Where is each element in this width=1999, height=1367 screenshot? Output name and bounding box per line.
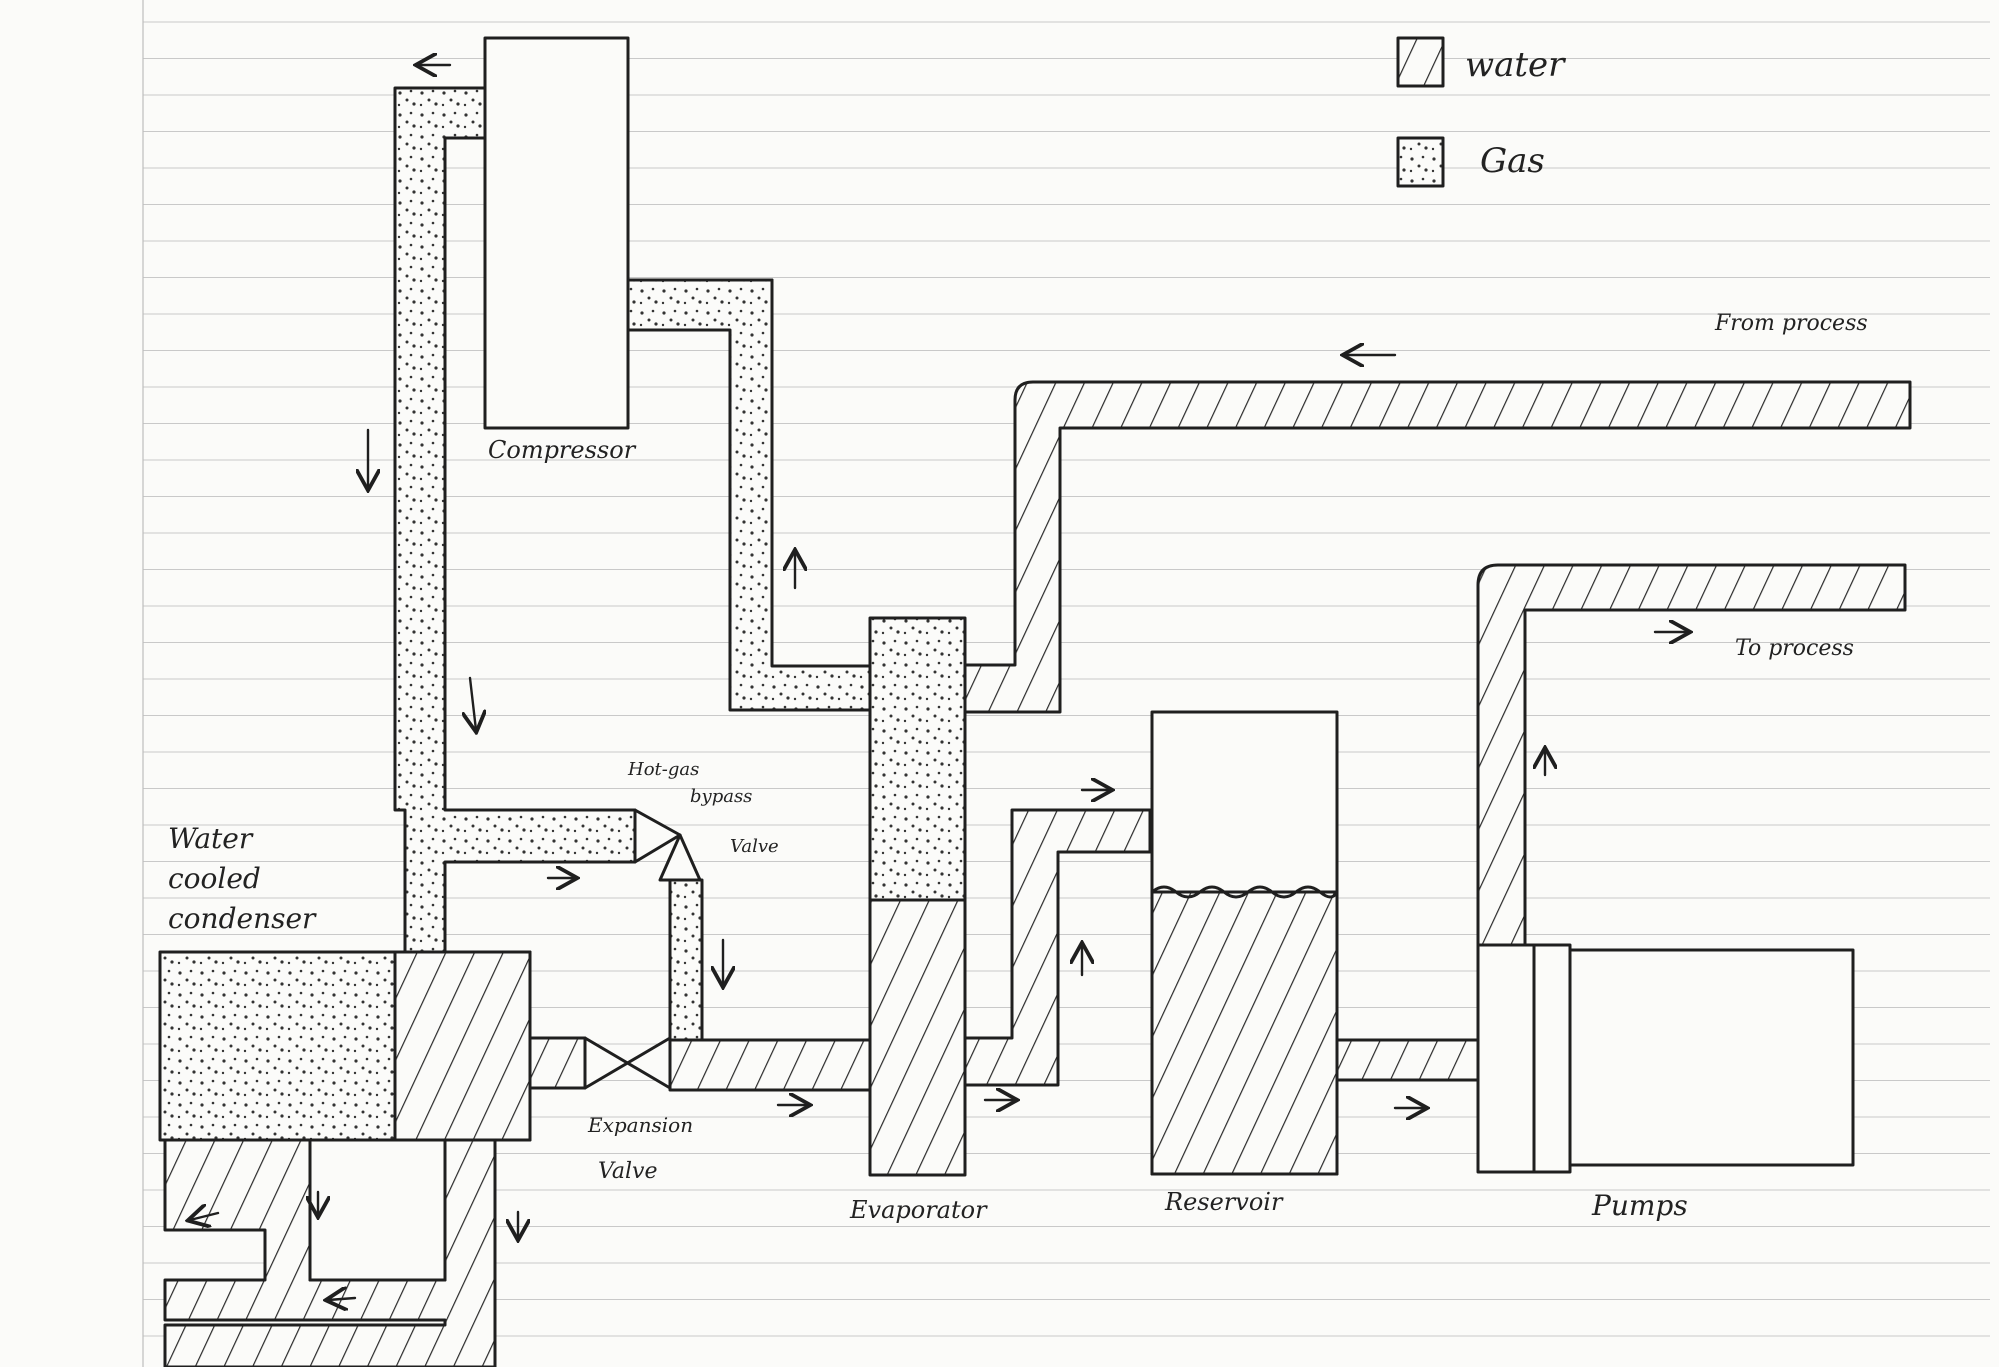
evaporator-gas-section [870,618,965,900]
bypass-valve-label-line-2: bypass [690,786,752,807]
flow-arrow-icon [470,678,476,730]
bypass-valve-label-line-1: Hot-gas [627,759,699,780]
pump-motor-block [1570,950,1853,1165]
expansion-to-evaporator-line [670,1040,870,1090]
suction-gas-line [628,280,870,710]
legend-swatch-water [1398,38,1443,86]
reservoir-water [1152,892,1337,1174]
expansion-valve-label-line-2: Valve [598,1159,657,1184]
bypass-gas-line [670,880,702,1040]
evaporator-label: Evaporator [849,1196,988,1224]
liquid-line [530,1038,585,1088]
pump-inlet-block [1478,945,1570,1172]
pumps-label: Pumps [1591,1189,1688,1222]
reservoir-label: Reservoir [1164,1188,1284,1216]
condenser-label-line-1: Water [168,822,254,855]
condenser-water-section [395,952,530,1140]
legend-swatch-gas [1398,138,1443,186]
process-supply-line [1478,565,1905,945]
condenser-label-line-3: condenser [168,902,317,935]
bypass-valve-label-line-3: Valve [730,836,779,857]
compressor-body [440,38,772,428]
condenser-label-line-2: cooled [168,862,261,895]
legend-label-gas: Gas [1480,141,1545,181]
reservoir-to-pumps-line [1337,1040,1478,1080]
condenser-water-inner [310,1140,445,1280]
to-process-label: To process [1735,636,1854,661]
evaporator-water-section [870,900,965,1175]
expansion-valve-label-line-1: Expansion [587,1113,693,1137]
from-process-label: From process [1714,311,1868,336]
legend-label-water: water [1465,45,1566,85]
compressor-label: Compressor [488,436,637,464]
process-return-line [965,382,1910,712]
